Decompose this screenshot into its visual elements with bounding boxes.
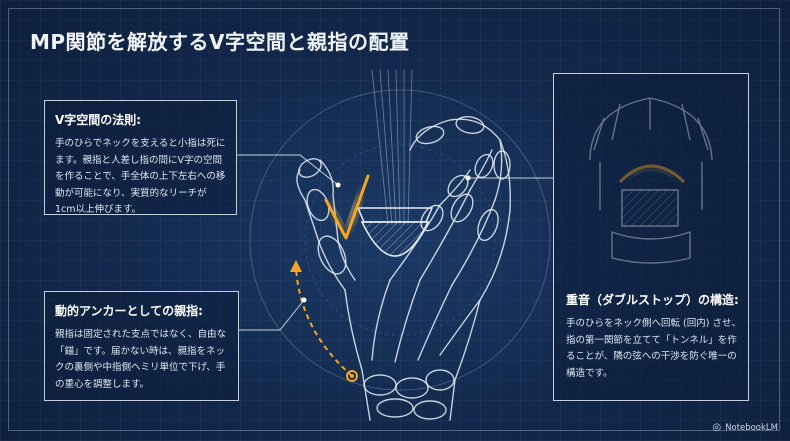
anchor-heading: 動的アンカーとしての親指:: [55, 304, 203, 318]
outer-frame: [8, 8, 780, 431]
anchor-body: 親指は固定された支点ではなく、自由な「錨」です。届かない時は、親指をネックの裏側…: [55, 329, 227, 390]
notebooklm-icon: ◎: [712, 422, 722, 433]
brand-mark: ◎ NotebookLM: [712, 422, 778, 433]
double-stop-heading: 重音（ダブルストップ）の構造:: [566, 293, 739, 307]
double-stop-callout: 重音（ダブルストップ）の構造: 手のひらをネック側へ回転 (回内) させ、指の第…: [553, 73, 749, 401]
brand-label: NotebookLM: [725, 422, 778, 433]
anchor-callout: 動的アンカーとしての親指: 親指は固定された支点ではなく、自由な「錨」です。届か…: [44, 291, 239, 401]
v-space-body: 手のひらでネックを支えると小指は死にます。親指と人差し指の間にV字の空間を作るこ…: [55, 138, 226, 215]
double-stop-body: 手のひらをネック側へ回転 (回内) させ、指の第一関節を立てて「トンネル」を作る…: [566, 318, 741, 379]
page-title: MP関節を解放するV字空間と親指の配置: [30, 30, 410, 54]
v-space-heading: V字空間の法則:: [55, 113, 142, 127]
v-space-callout: V字空間の法則: 手のひらでネックを支えると小指は死にます。親指と人差し指の間に…: [44, 100, 237, 215]
